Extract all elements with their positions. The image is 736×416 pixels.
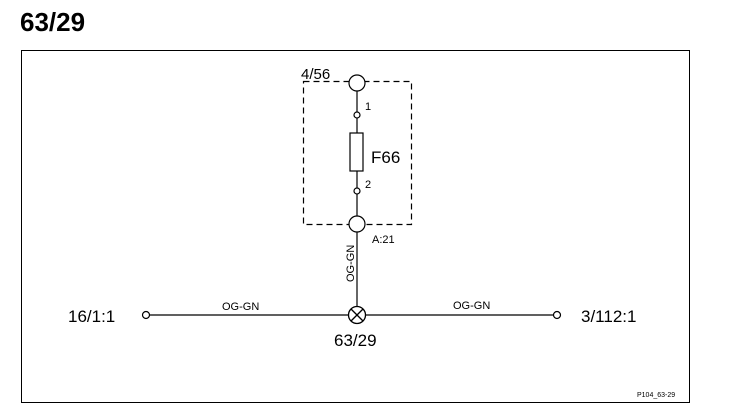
wire-left-color: OG-GN: [222, 301, 259, 313]
terminal-left-label: 16/1:1: [68, 307, 115, 326]
wire-right-color: OG-GN: [453, 300, 490, 312]
connector-top-symbol: [348, 74, 366, 92]
wire-vertical-color: OG-GN: [345, 245, 357, 282]
splice-symbol: [347, 305, 367, 325]
terminal-right-label: 3/112:1: [581, 307, 636, 326]
fuse-symbol: [349, 132, 364, 172]
splice-label: 63/29: [334, 331, 377, 350]
connector-bottom-symbol: [348, 215, 366, 233]
diagram-frame: [21, 50, 690, 403]
pin-1-symbol: [353, 111, 361, 119]
connector-bottom-label: A:21: [372, 234, 395, 246]
pin-2-symbol: [353, 187, 361, 195]
figure-id: P104_63-29: [637, 392, 675, 399]
fuse-label: F66: [371, 148, 400, 167]
terminal-left-symbol: [141, 310, 151, 320]
page-title: 63/29: [20, 7, 85, 37]
terminal-right-symbol: [552, 310, 562, 320]
connector-top-label: 4/56: [301, 66, 330, 83]
pin-1-label: 1: [365, 101, 371, 113]
pin-2-label: 2: [365, 179, 371, 191]
